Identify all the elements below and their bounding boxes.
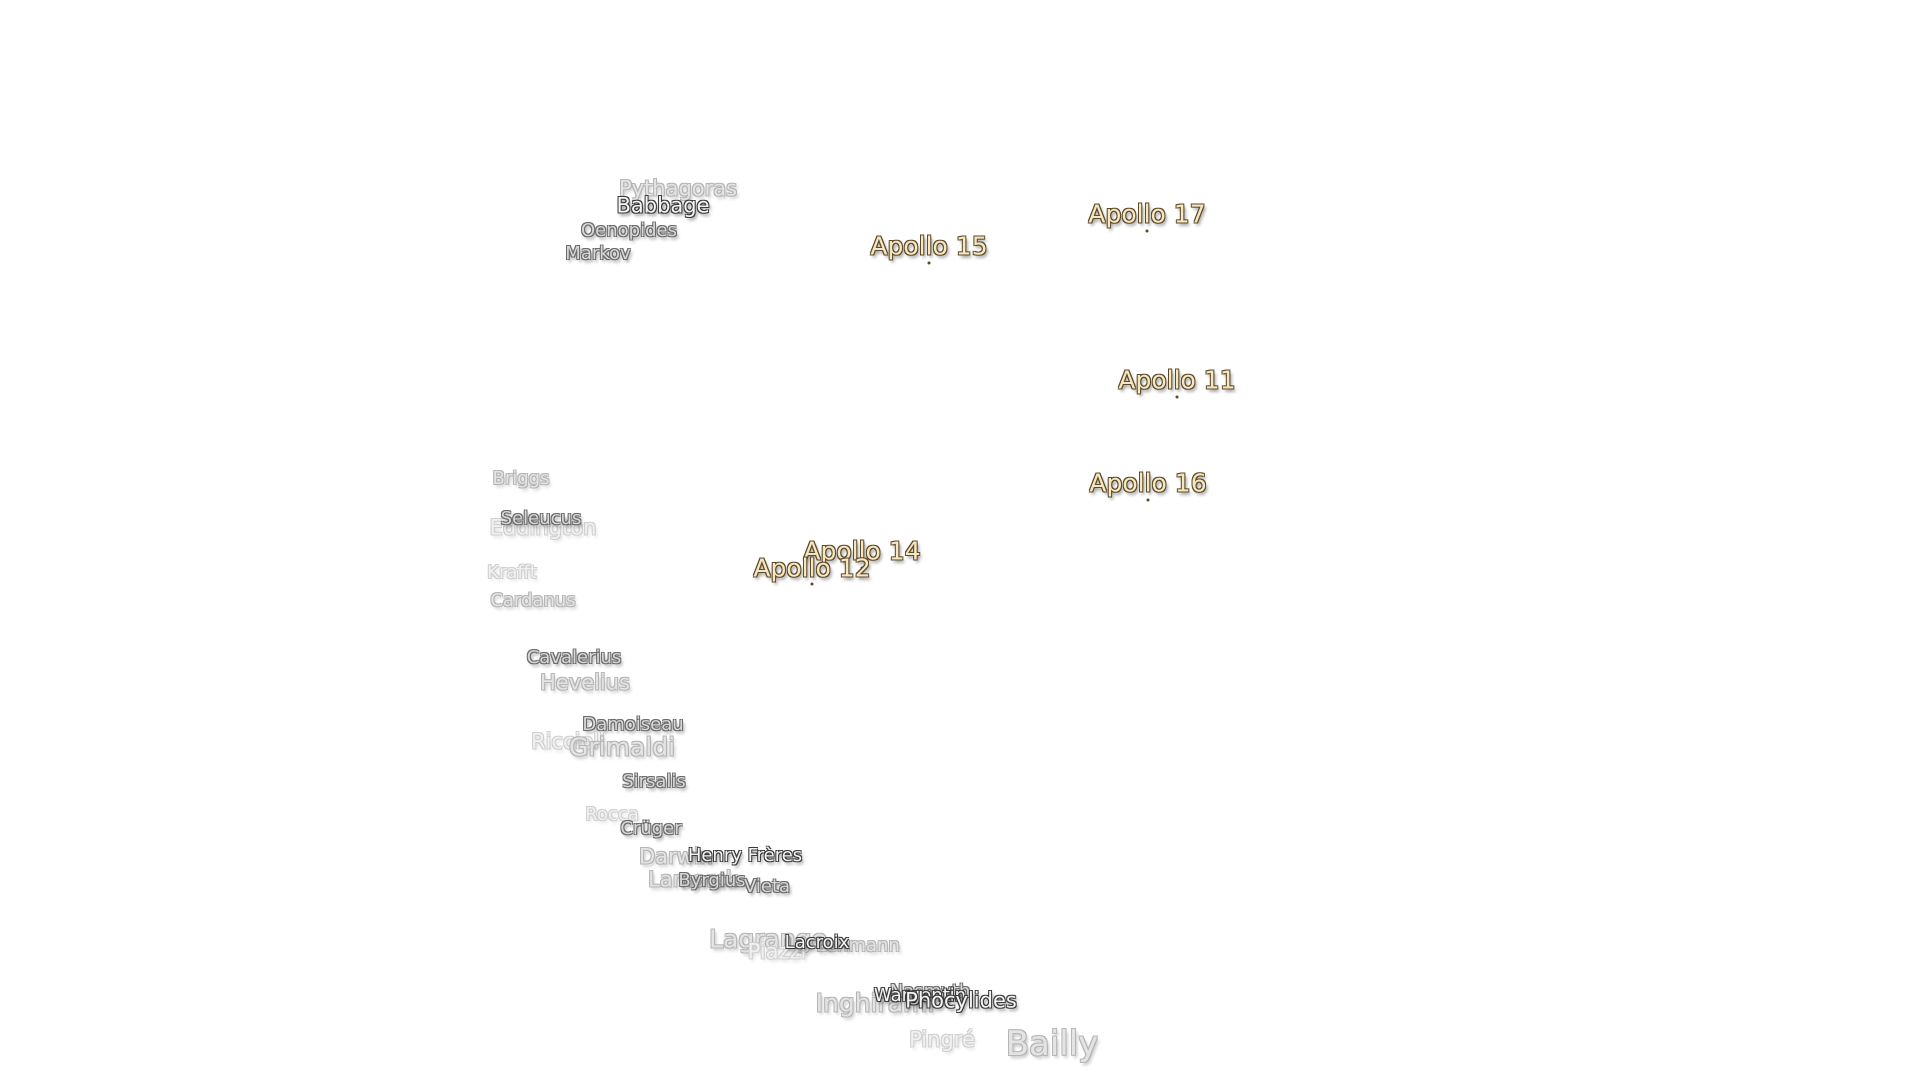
apollo-14-label[interactable]: Apollo 14 xyxy=(803,536,921,566)
apollo-11-marker[interactable] xyxy=(1175,395,1179,399)
apollo-14-marker[interactable] xyxy=(860,566,864,570)
crater-label-cruger[interactable]: Crüger xyxy=(620,818,682,839)
crater-label-darwin[interactable]: Darwin xyxy=(639,844,713,869)
crater-label-piazzi[interactable]: Piazzi xyxy=(747,939,807,964)
crater-label-cardanus[interactable]: Cardanus xyxy=(490,590,576,611)
crater-label-eddington[interactable]: Eddington xyxy=(489,515,597,540)
crater-label-phocylides[interactable]: Phocylides xyxy=(905,988,1017,1013)
apollo-16-label[interactable]: Apollo 16 xyxy=(1089,468,1207,498)
apollo-12-label[interactable]: Apollo 12 xyxy=(753,553,871,583)
apollo-12-marker[interactable] xyxy=(810,582,814,586)
crater-label-grimaldi[interactable]: Grimaldi xyxy=(568,732,676,762)
apollo-17-label[interactable]: Apollo 17 xyxy=(1088,199,1206,229)
crater-label-lamarck[interactable]: Lamarck xyxy=(648,867,738,892)
crater-label-oenopides[interactable]: Oenopides xyxy=(581,220,677,241)
crater-label-bailly[interactable]: Bailly xyxy=(1005,1024,1099,1064)
crater-label-vieta[interactable]: Vieta xyxy=(743,876,791,897)
crater-label-rocca[interactable]: Rocca xyxy=(585,804,639,825)
crater-label-babbage[interactable]: Babbage xyxy=(616,193,710,218)
crater-label-seleucus[interactable]: Seleucus xyxy=(500,508,582,529)
apollo-17-marker[interactable] xyxy=(1145,229,1149,233)
crater-label-damoiseau[interactable]: Damoiseau xyxy=(582,714,684,735)
crater-label-cavalerius[interactable]: Cavalerius xyxy=(526,647,622,668)
crater-label-pythagoras[interactable]: Pythagoras xyxy=(618,176,738,201)
apollo-15-marker[interactable] xyxy=(927,261,931,265)
crater-label-henry-freres[interactable]: Henry Frères xyxy=(687,845,803,866)
crater-label-nasmyth[interactable]: Nasmyth xyxy=(889,981,971,1002)
crater-label-lacroix[interactable]: Lacroix xyxy=(784,932,850,953)
crater-label-pingre[interactable]: Pingré xyxy=(909,1027,975,1052)
crater-label-wargentin[interactable]: Wargentin xyxy=(873,985,967,1006)
crater-label-inghirami[interactable]: Inghirami xyxy=(815,988,935,1018)
crater-label-byrgius[interactable]: Byrgius xyxy=(678,870,746,891)
apollo-16-marker[interactable] xyxy=(1146,498,1150,502)
crater-label-lagrange[interactable]: Lagrange xyxy=(709,924,827,954)
crater-label-hevelius[interactable]: Hevelius xyxy=(540,670,630,695)
crater-label-sirsalis[interactable]: Sirsalis xyxy=(622,771,686,792)
apollo-11-label[interactable]: Apollo 11 xyxy=(1118,365,1236,395)
crater-label-markov[interactable]: Markov xyxy=(565,243,631,264)
crater-label-riccioli[interactable]: Riccioli xyxy=(531,729,605,754)
crater-label-lehmann[interactable]: Lehmann xyxy=(816,935,900,956)
crater-label-briggs[interactable]: Briggs xyxy=(492,468,550,489)
crater-label-krafft[interactable]: Krafft xyxy=(487,562,537,583)
apollo-15-label[interactable]: Apollo 15 xyxy=(870,231,988,261)
